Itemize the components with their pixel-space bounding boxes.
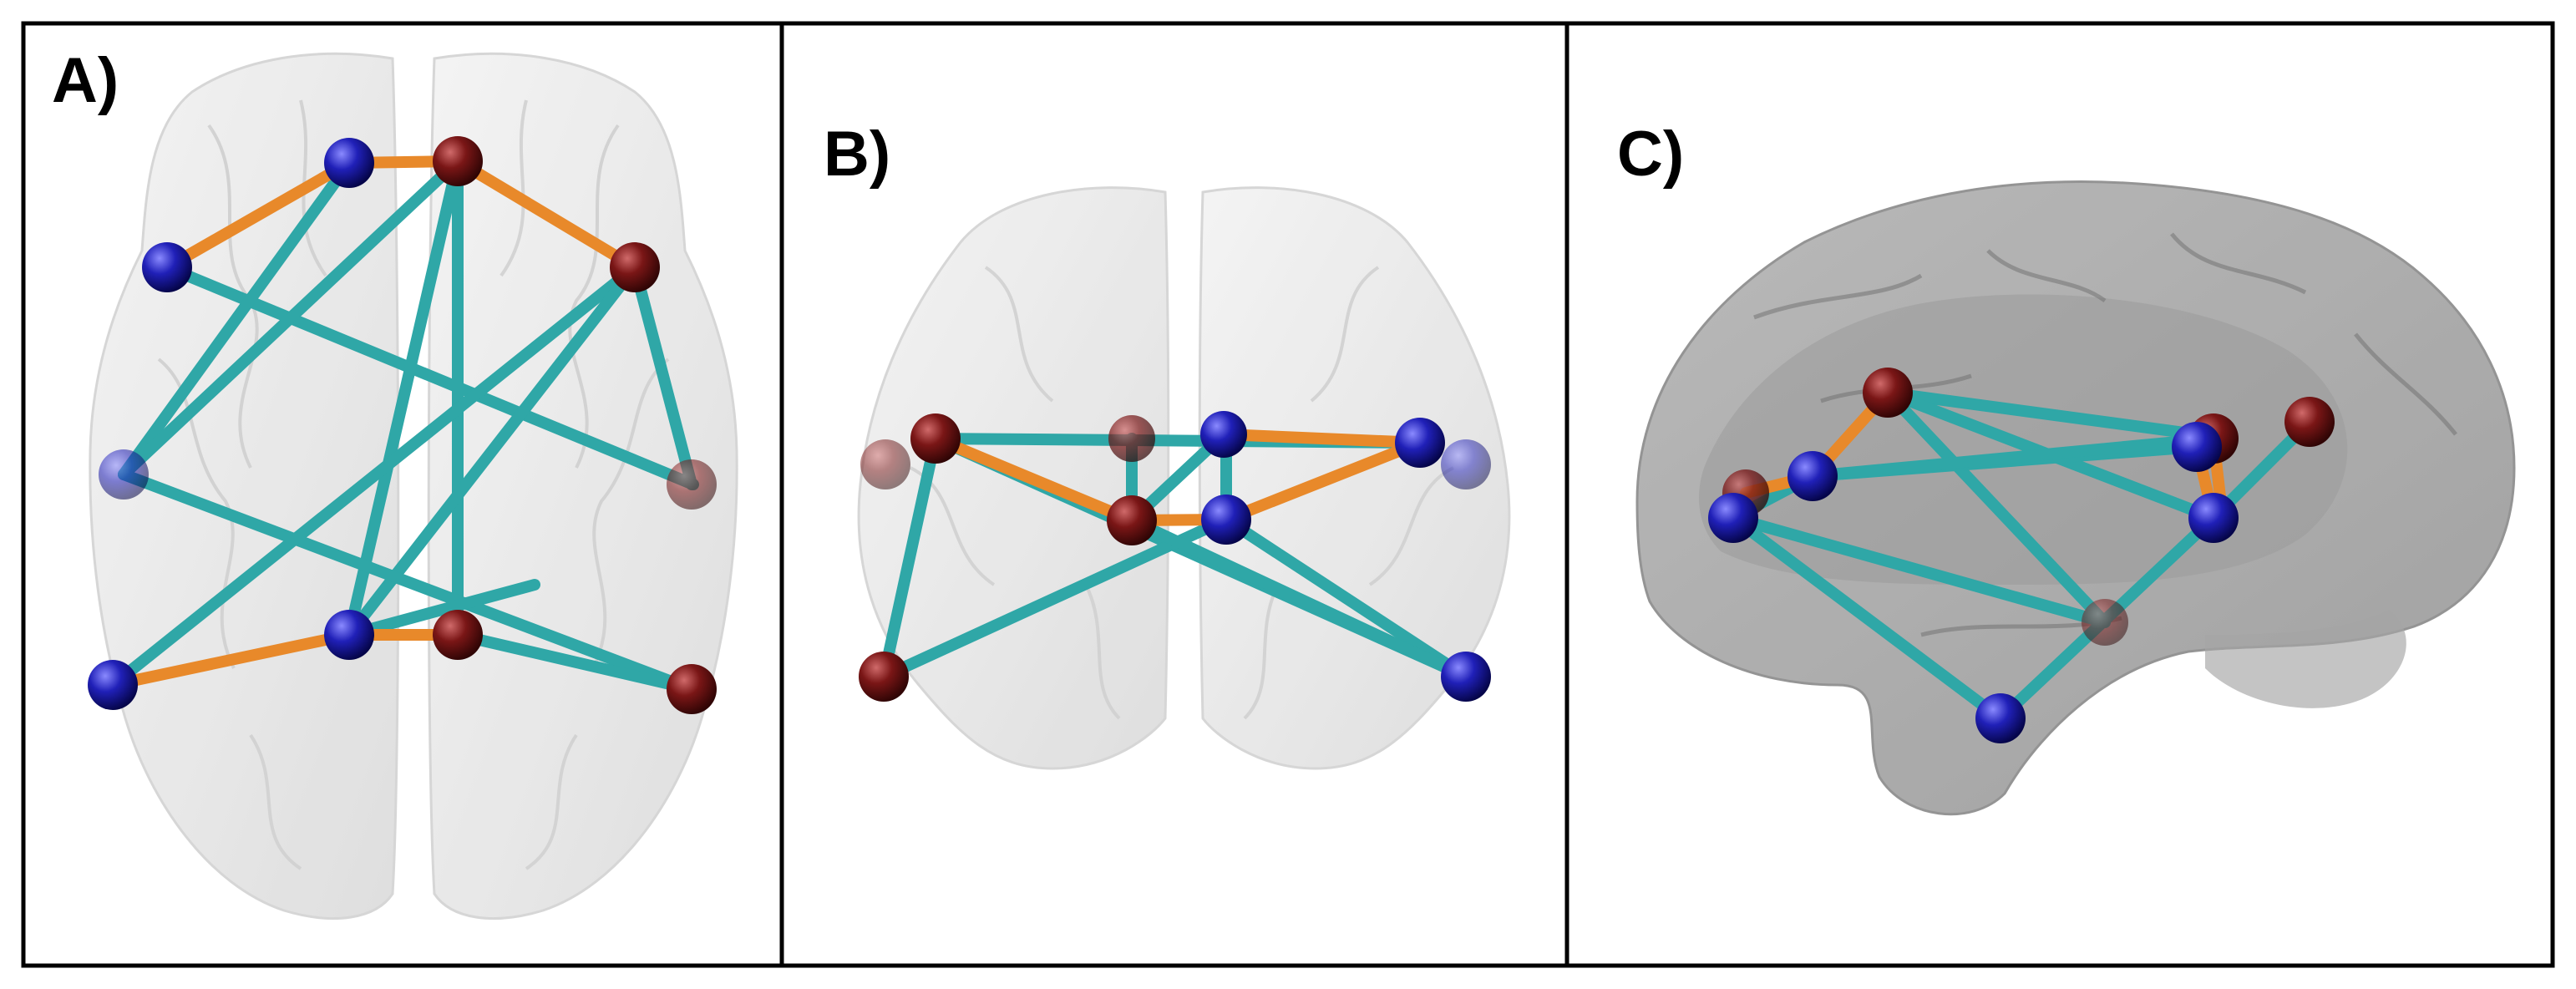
node-red bbox=[1863, 368, 1913, 418]
node-blue bbox=[142, 242, 192, 292]
node-blue bbox=[1395, 418, 1445, 468]
panel-c-nodes bbox=[1708, 368, 2335, 743]
panel-borders bbox=[21, 21, 2555, 968]
node-red bbox=[2284, 397, 2335, 447]
node-red-faded bbox=[860, 439, 910, 489]
node-blue bbox=[1708, 493, 1758, 543]
node-blue bbox=[1200, 411, 1247, 458]
node-blue bbox=[1441, 652, 1491, 702]
node-red bbox=[433, 136, 483, 186]
teal-edges-c bbox=[1727, 387, 2315, 724]
panel-label-b: B) bbox=[824, 119, 890, 190]
node-blue bbox=[88, 660, 138, 710]
panel-a-nodes bbox=[88, 136, 717, 714]
node-red-faded bbox=[667, 459, 717, 510]
node-blue bbox=[324, 138, 374, 188]
node-red bbox=[910, 413, 961, 464]
brain-cerebellum bbox=[2205, 610, 2406, 708]
panel-b-brain bbox=[857, 186, 1511, 770]
node-blue bbox=[1975, 693, 2026, 743]
brain-sulci-sagittal bbox=[1753, 232, 2457, 637]
node-red bbox=[433, 610, 483, 660]
node-blue bbox=[1787, 451, 1838, 501]
node-blue bbox=[324, 610, 374, 660]
node-blue bbox=[2188, 493, 2239, 543]
panel-b-nodes bbox=[859, 411, 1491, 702]
panel-a-brain bbox=[89, 52, 738, 920]
node-red bbox=[1107, 495, 1157, 545]
node-red bbox=[859, 652, 909, 702]
node-red bbox=[667, 664, 717, 714]
node-blue-faded bbox=[99, 449, 149, 500]
node-blue bbox=[1201, 494, 1251, 545]
panel-c-border bbox=[1564, 21, 2555, 968]
panel-a-edges bbox=[107, 155, 699, 695]
node-red bbox=[1108, 415, 1155, 462]
node-blue bbox=[2172, 422, 2222, 472]
panel-label-c: C) bbox=[1617, 119, 1684, 190]
node-red bbox=[610, 242, 660, 292]
node-red-faded bbox=[2082, 599, 2128, 646]
node-blue-faded bbox=[1441, 439, 1491, 489]
brain-sulci-coronal bbox=[910, 266, 1454, 720]
panel-label-a: A) bbox=[52, 45, 119, 116]
panel-c-edges bbox=[1727, 387, 2315, 724]
teal-edges-a bbox=[107, 155, 699, 695]
